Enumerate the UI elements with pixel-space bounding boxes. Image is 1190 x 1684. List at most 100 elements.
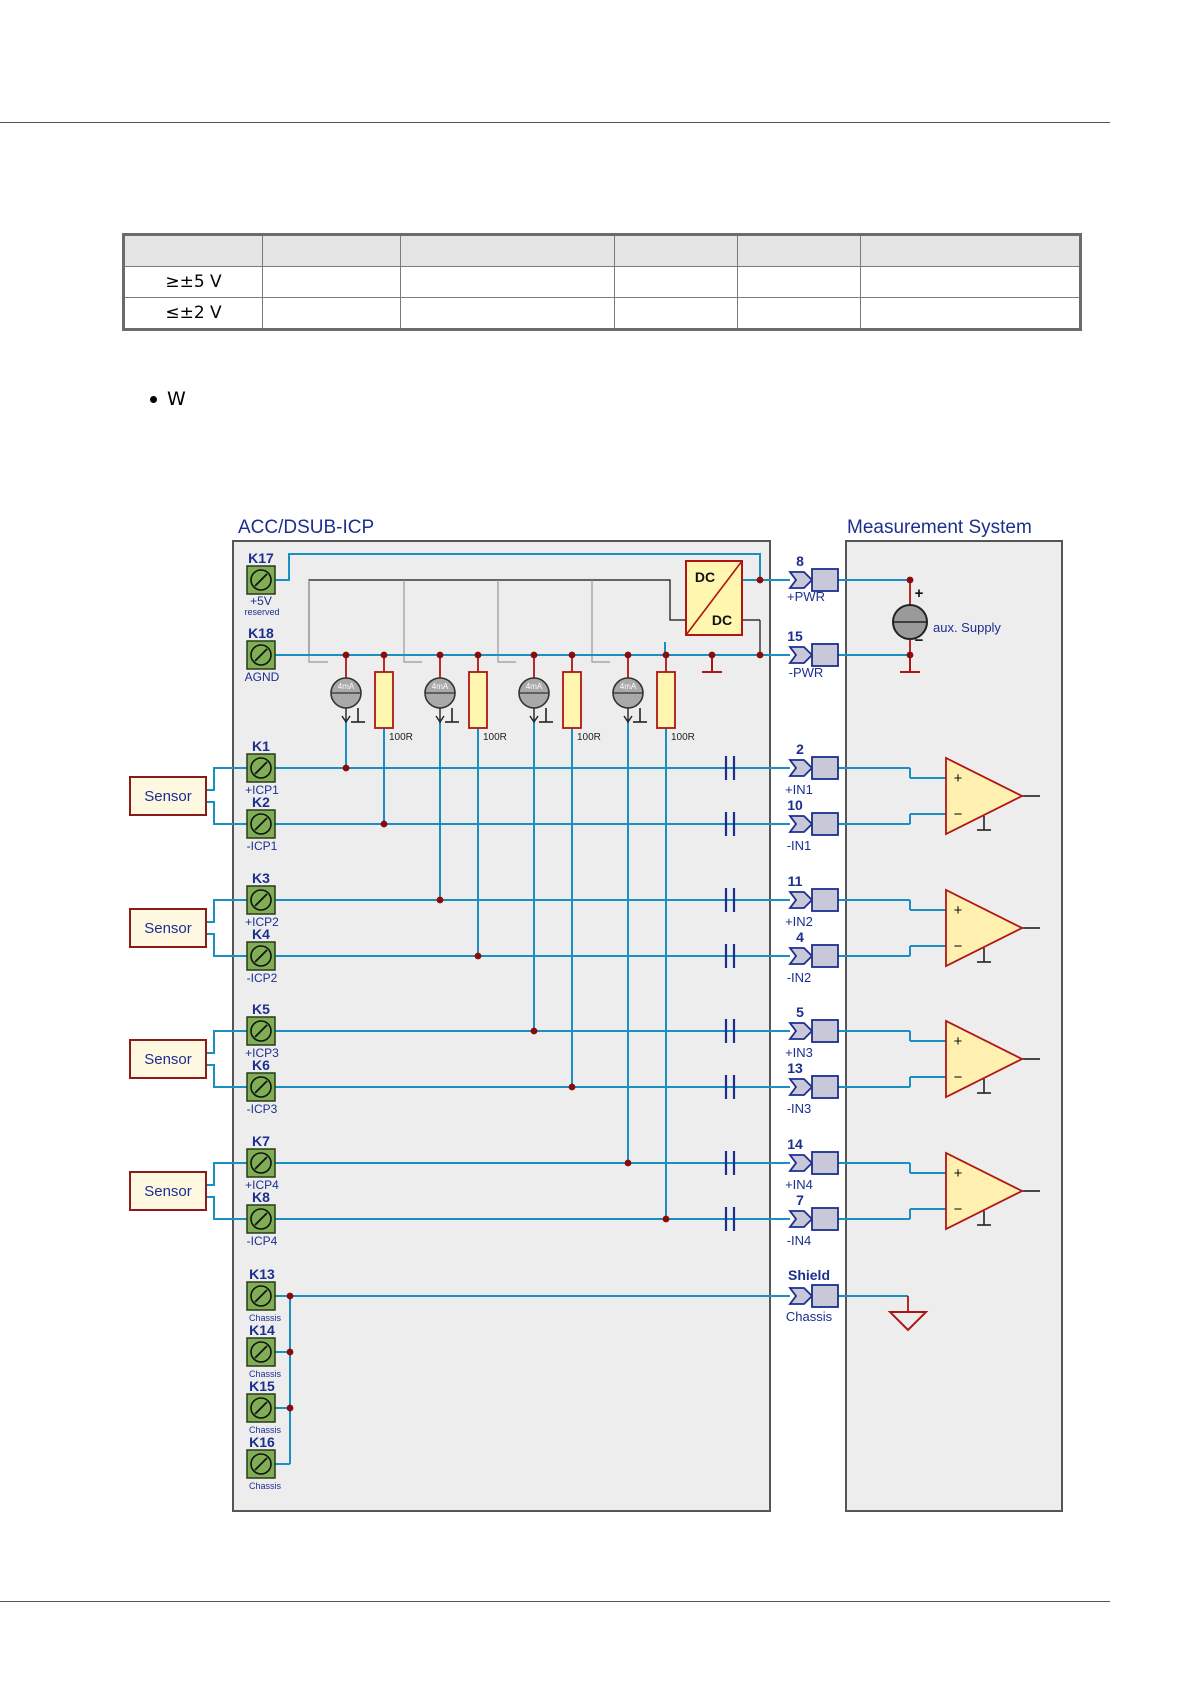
pin-number: Shield	[788, 1267, 830, 1283]
sensor-box	[129, 908, 207, 948]
opamp-icon	[945, 1151, 1025, 1231]
current-source-label: 4mA	[526, 682, 543, 691]
junction-node	[662, 1215, 670, 1223]
resistor-label: 100R	[483, 732, 507, 743]
terminal-screw-icon	[254, 817, 268, 831]
aux-supply-label: aux. Supply	[933, 620, 1001, 635]
footer-rule	[0, 1601, 1110, 1602]
pin-connector-icon	[788, 1210, 814, 1228]
arrow-down-icon	[529, 708, 539, 724]
opamp-plus-label: +	[954, 902, 963, 919]
sensor-label: Sensor	[144, 1051, 192, 1068]
resistor-icon	[374, 671, 394, 729]
terminal-screw-icon	[254, 1289, 268, 1303]
supply-rail-wire	[403, 580, 422, 663]
terminal-sublabel: AGND	[245, 670, 280, 684]
table-header-cell	[400, 234, 615, 267]
current-source-label: 4mA	[620, 682, 637, 691]
opamp-minus-label: −	[954, 806, 963, 823]
aux-minus-label: −	[915, 632, 924, 649]
junction-node	[342, 651, 350, 659]
pin-connector-icon	[788, 947, 814, 965]
junction-node	[342, 764, 350, 772]
table-cell	[262, 297, 401, 330]
junction-node	[474, 651, 482, 659]
terminal-sublabel: Chassis	[249, 1369, 282, 1379]
pin-connector-icon	[811, 888, 839, 912]
pin-number: 14	[787, 1136, 803, 1152]
bullet-dot-icon	[150, 396, 157, 403]
sensor-box	[129, 1039, 207, 1079]
terminal-screw-icon	[254, 1401, 268, 1415]
junction-node	[474, 952, 482, 960]
terminal-sublabel: Chassis	[249, 1425, 282, 1435]
junction-node	[530, 1027, 538, 1035]
earth-ground-icon	[887, 1311, 929, 1332]
sensor-wire	[206, 899, 247, 923]
junction-node	[286, 1292, 294, 1300]
table-header-cell	[123, 234, 263, 267]
pin-name: -IN2	[787, 970, 812, 985]
terminal-screw-icon	[254, 893, 268, 907]
terminal-label: K2	[252, 794, 270, 810]
junction-node	[756, 651, 764, 659]
resistor-label: 100R	[577, 732, 601, 743]
terminal-label: K3	[252, 870, 270, 886]
sensor-box	[129, 776, 207, 816]
terminal-screw-icon	[254, 1457, 268, 1471]
terminal-sublabel: +ICP4	[245, 1178, 279, 1192]
terminal-screw-icon	[254, 1024, 268, 1038]
opamp-minus-label: −	[954, 938, 963, 955]
sensor-wire	[206, 1162, 247, 1186]
terminal-label: K1	[252, 738, 270, 754]
pin-connector-icon	[811, 1207, 839, 1231]
opamp-icon	[945, 888, 1025, 968]
junction-node	[380, 651, 388, 659]
pin-connector-icon	[788, 1022, 814, 1040]
terminal-label: K13	[249, 1266, 275, 1282]
pin-name: Chassis	[786, 1309, 833, 1324]
pin-connector-icon	[788, 759, 814, 777]
pin-connector-icon	[811, 1019, 839, 1043]
pin-number: 8	[796, 553, 804, 569]
sensor-label: Sensor	[144, 920, 192, 937]
table-row: ≤±2 V	[123, 297, 1081, 330]
pin-connector-icon	[788, 815, 814, 833]
junction-node	[756, 576, 764, 584]
sensor-label: Sensor	[144, 1183, 192, 1200]
system-title: Measurement System	[847, 517, 1032, 538]
supply-rail-wire	[308, 580, 328, 663]
current-source-label: 4mA	[338, 682, 355, 691]
pin-connector-icon	[788, 1078, 814, 1096]
resistor-label: 100R	[671, 732, 695, 743]
supply-rail-wire	[591, 580, 610, 663]
terminal-screw-icon	[254, 1080, 268, 1094]
pin-number: 2	[796, 741, 804, 757]
table-header-row	[123, 234, 1081, 267]
table-cell	[262, 266, 401, 298]
sensor-box	[129, 1171, 207, 1211]
pin-connector-icon	[811, 812, 839, 836]
junction-node	[906, 576, 914, 584]
junction-node	[624, 651, 632, 659]
pin-number: 11	[788, 873, 803, 889]
table-cell	[737, 266, 861, 298]
terminal-screw-icon	[254, 1345, 268, 1359]
pin-name: -IN1	[787, 838, 812, 853]
pin-connector-icon	[811, 643, 839, 667]
sensor-wire	[206, 1030, 247, 1054]
pin-name: +IN2	[785, 914, 813, 929]
junction-node	[530, 651, 538, 659]
junction-node	[568, 651, 576, 659]
sensor-wire	[206, 1196, 247, 1220]
current-source-label: 4mA	[432, 682, 449, 691]
terminal-sublabel: -ICP4	[247, 1234, 278, 1248]
pin-connector-icon	[811, 756, 839, 780]
pin-name: +IN1	[785, 782, 813, 797]
dcdc-label-top: DC	[695, 569, 715, 585]
terminal-screw-icon	[254, 761, 268, 775]
opamp-plus-label: +	[954, 1165, 963, 1182]
dcdc-converter-icon	[685, 560, 743, 636]
terminal-label: K6	[252, 1057, 270, 1073]
